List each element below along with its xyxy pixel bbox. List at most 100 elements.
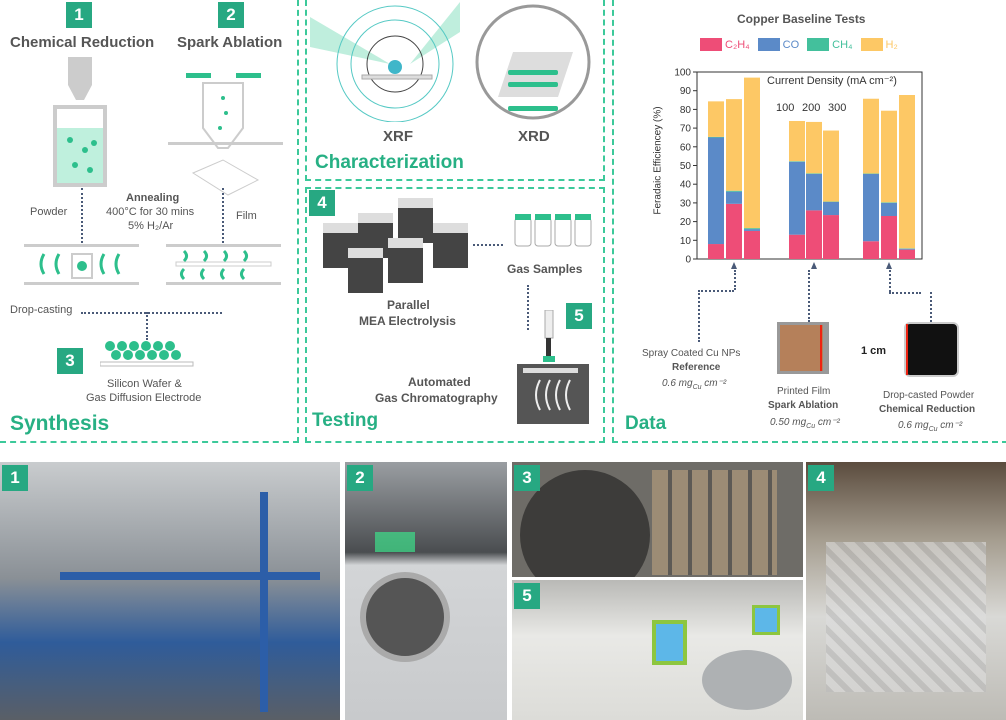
printed-film-photo <box>777 322 829 374</box>
y-tick-label: 50 <box>680 161 692 172</box>
bar-ch-segment <box>789 161 805 162</box>
bar-co-segment <box>881 202 897 216</box>
loading-unit: cm⁻² <box>815 417 840 428</box>
legend-item: CH₄ <box>807 38 853 51</box>
arrow-powder <box>81 188 83 243</box>
electrode-illustration <box>100 341 194 367</box>
section-characterization: Characterization <box>315 152 464 173</box>
group-pointer <box>886 262 892 269</box>
bar-ch-segment <box>899 249 915 259</box>
bar-ch-segment <box>726 203 742 259</box>
film-label: Film <box>236 210 257 222</box>
bar-co-segment <box>726 191 742 204</box>
annealing-furnaces-illustration <box>24 244 281 285</box>
step-badge-4: 4 <box>309 190 335 216</box>
y-tick-label: 0 <box>685 255 691 266</box>
legend-swatch <box>700 38 722 51</box>
annealing-title: Annealing <box>126 192 180 204</box>
legend-item: CO <box>757 38 800 51</box>
substrate-line1: Silicon Wafer & <box>107 378 182 390</box>
cd-300: 300 <box>828 102 847 114</box>
photo-badge-5: 5 <box>514 583 540 609</box>
bar-ch-segment <box>708 136 724 138</box>
bar-co-segment <box>823 201 839 216</box>
group-pointer <box>731 262 737 269</box>
cd-100: 100 <box>776 102 795 114</box>
bar-h-segment <box>726 99 742 191</box>
y-tick-label: 70 <box>680 124 692 135</box>
bar-co-segment <box>863 173 879 242</box>
legend-label: CO <box>782 38 800 51</box>
method-chemical-reduction: Chemical Reduction <box>10 34 155 51</box>
sample-ref-loading: 0.6 mgCu cm⁻² <box>662 378 726 391</box>
dropcasting-line <box>81 312 222 314</box>
bar-ch-segment <box>881 202 897 203</box>
sample-chem-name: Drop-casted Powder <box>883 390 975 401</box>
drop-casted-powder-photo <box>904 322 959 377</box>
bar-ch-segment <box>726 190 742 192</box>
annealing-gas: 5% H₂/Ar <box>128 220 174 232</box>
step-badge-2: 2 <box>218 2 244 28</box>
sample-chem-method: Chemical Reduction <box>879 404 976 415</box>
photo-parallel-mea-setup <box>806 462 1006 720</box>
bar-h-segment <box>881 110 897 203</box>
gc-line2: Gas Chromatography <box>375 391 498 405</box>
sample-ref-method: Reference <box>672 362 721 373</box>
loading-sub: Cu <box>806 423 816 430</box>
arrow-substrate <box>146 312 148 340</box>
photo-spark-ablation-printer <box>345 462 507 720</box>
loading-value: 0.6 mg <box>898 420 929 431</box>
loading-unit: cm⁻² <box>701 378 727 389</box>
link-chem-v <box>930 292 932 322</box>
gas-vials-illustration <box>514 214 592 247</box>
step-badge-3: 3 <box>57 348 83 374</box>
bar-h-segment <box>789 120 805 162</box>
bar-ch-segment <box>806 173 822 174</box>
link-chem-h <box>889 292 921 294</box>
sample-chem-loading: 0.6 mgCu cm⁻² <box>898 420 962 433</box>
photo-badge-2: 2 <box>347 465 373 491</box>
section-synthesis: Synthesis <box>10 412 110 435</box>
mea-line2: MEA Electrolysis <box>359 314 456 328</box>
gc-line1: Automated <box>408 375 471 389</box>
data-panel <box>612 0 1006 443</box>
y-tick-label: 60 <box>680 142 692 153</box>
arrow-to-gas <box>473 244 503 246</box>
xrd-illustration <box>475 4 591 120</box>
y-tick-label: 40 <box>680 180 692 191</box>
chart-title: Copper Baseline Tests <box>737 12 866 26</box>
gas-chromatograph-illustration <box>517 310 589 424</box>
photo-badge-3: 3 <box>514 465 540 491</box>
arrow-to-gc <box>527 285 529 330</box>
bar-co-segment <box>806 173 822 211</box>
bar-ch-segment <box>789 234 805 259</box>
link-spark <box>808 270 810 322</box>
y-tick-label: 10 <box>680 236 692 247</box>
substrate-line2: Gas Diffusion Electrode <box>86 392 202 404</box>
sample-spark-loading: 0.50 mgCu cm⁻² <box>770 417 840 430</box>
xrd-label: XRD <box>518 128 550 145</box>
bar-ch-segment <box>744 228 760 230</box>
bar-h-segment <box>708 101 724 137</box>
gas-samples-label: Gas Samples <box>507 262 583 276</box>
link-reference-h <box>698 290 734 292</box>
loading-sub: Cu <box>692 384 702 391</box>
legend-label: C₂H₄ <box>725 38 750 51</box>
annealing-temp: 400°C for 30 mins <box>106 206 195 218</box>
section-data: Data <box>625 413 667 434</box>
sample-spark-name: Printed Film <box>777 386 831 397</box>
step-badge-5: 5 <box>566 303 592 329</box>
bar-ch-segment <box>708 244 724 259</box>
legend-item: C₂H₄ <box>700 38 750 51</box>
loading-value: 0.50 mg <box>770 417 807 428</box>
bar-ch-segment <box>863 241 879 259</box>
xrf-illustration <box>310 2 460 122</box>
link-chem <box>889 270 891 292</box>
bar-h-segment <box>806 121 822 174</box>
legend-swatch <box>807 38 830 51</box>
method-spark-ablation: Spark Ablation <box>177 34 283 51</box>
group-pointer <box>811 262 817 269</box>
bar-h-segment <box>823 130 839 202</box>
